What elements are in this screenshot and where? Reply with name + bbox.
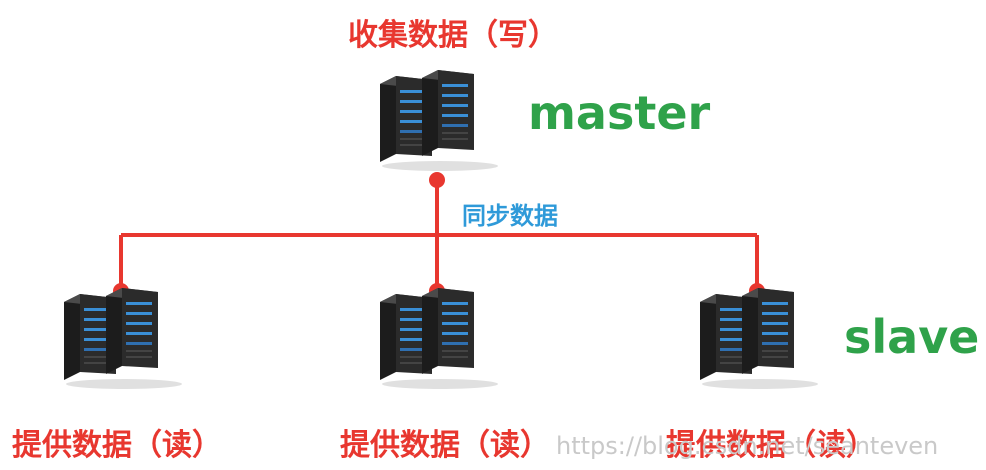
slave-left-caption: 提供数据（读） — [12, 428, 222, 463]
sync-data-label: 同步数据 — [462, 202, 558, 230]
slave-left-server-icon — [64, 288, 182, 389]
master-connector-dot — [429, 172, 445, 188]
connection-lines — [119, 180, 759, 291]
master-server-icon — [380, 70, 498, 171]
slave-role-label: slave — [844, 310, 980, 364]
master-role-label: master — [528, 86, 711, 140]
watermark-text: https://blog.csdn.net/seanteven — [556, 432, 939, 460]
slave-middle-server-icon — [380, 288, 498, 389]
slave-right-caption: 提供数据（读） — [666, 428, 876, 463]
master-caption: 收集数据（写） — [348, 18, 558, 53]
slave-middle-caption: 提供数据（读） — [340, 428, 550, 463]
slave-right-server-icon — [700, 288, 818, 389]
